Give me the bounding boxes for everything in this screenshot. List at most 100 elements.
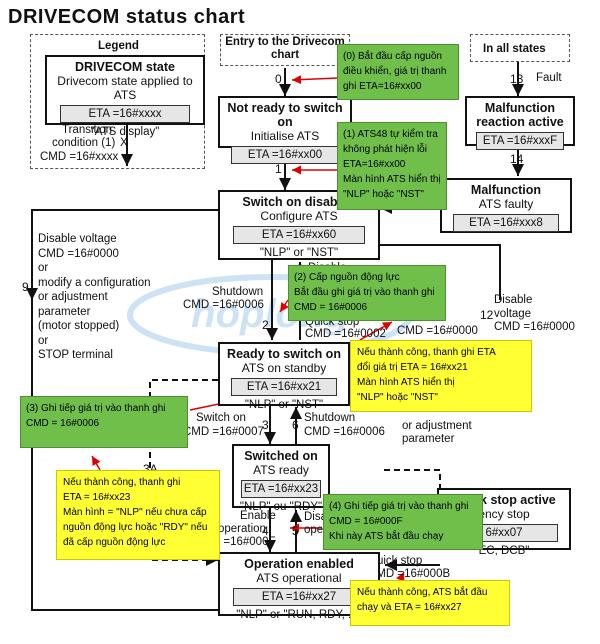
legend-cmd: CMD =16#xxxx: [40, 151, 119, 163]
state-switched-on: Switched on ATS ready ETA =16#xx23 "NLP"…: [232, 444, 330, 513]
note-yellow-2-line-2: Màn hình ATS hiển thị: [357, 377, 455, 388]
note-green-0: (0) Bắt đầu cấp nguồn điều khiển, giá tr…: [337, 44, 459, 100]
disable-voltage-line-5: parameter: [38, 305, 91, 318]
disable-voltage-line-0: Disable voltage: [38, 233, 117, 245]
transition-12: 12: [480, 308, 494, 322]
shutdown-6-label: Shutdown: [304, 412, 356, 424]
switch-on-label: Switch on: [196, 412, 246, 424]
malfunction-eta: ETA =16#xxx8: [452, 214, 560, 232]
note-green-1-line-2: ETA=16#xx00: [343, 159, 406, 170]
switched-on-title: Switched on: [244, 449, 318, 463]
legend-display: "ATS display": [90, 126, 160, 138]
cmd-0002-label: CMD =16#0002: [305, 328, 386, 340]
disable-voltage-line-4: or adjustment: [38, 291, 108, 303]
switch-on-disabled-sub: Configure ATS: [260, 209, 338, 223]
switched-on-eta: ETA =16#xx23: [241, 480, 321, 498]
note-yellow-2-line-3: "NLP" hoặc "NST": [357, 392, 438, 403]
note-green-4-line-1: CMD = 16#000F: [329, 516, 403, 527]
state-ready-to-switch-on: Ready to switch on ATS on standby ETA =1…: [218, 342, 350, 411]
not-ready-eta: ETA =16#xx00: [230, 146, 340, 164]
or-adjustment-param: parameter: [402, 433, 455, 445]
note-yellow-3-line-2: Màn hình = "NLP" nếu chưa cấp: [63, 507, 207, 518]
not-ready-title: Not ready to switch on: [227, 101, 343, 129]
note-green-1-line-0: (1) ATS48 tự kiểm tra: [343, 129, 438, 140]
shutdown-2-cmd: CMD =16#0006: [183, 299, 264, 311]
note-green-2-line-1: Bắt đầu ghi giá trị vào thanh ghi: [294, 287, 435, 298]
ready-eta: ETA =16#xx21: [230, 378, 338, 396]
legend-eta: ETA =16#xxxx: [60, 105, 190, 123]
malfunction-sub: ATS faulty: [478, 197, 534, 211]
state-not-ready: Not ready to switch on Initialise ATS ET…: [218, 96, 352, 164]
legend-state-box: DRIVECOM state Drivecom state applied to…: [45, 55, 205, 138]
disable-12-cmd: CMD =16#0000: [494, 321, 575, 333]
note-yellow-4-line-0: Nếu thành công, ATS bắt đầu: [357, 587, 488, 598]
disable-voltage-line-2: or: [38, 262, 49, 274]
all-states-panel: [470, 34, 570, 62]
note-green-0-line-0: (0) Bắt đầu cấp nguồn: [343, 51, 442, 62]
quick-stop-sub: ency stop: [478, 507, 530, 521]
note-yellow-2-line-0: Nếu thành công, thanh ghi ETA: [357, 347, 496, 358]
ready-display: "NLP" or "NST": [244, 399, 324, 411]
not-ready-sub: Initialise ATS: [250, 129, 320, 143]
transition-3: 3: [262, 418, 269, 432]
note-green-0-line-1: điều khiển, giá trị thanh: [343, 66, 447, 77]
legend-transition-x: X: [120, 137, 128, 149]
note-yellow-3-line-4: đã cấp nguồn động lực: [63, 537, 166, 548]
transition-13: 13: [510, 72, 524, 86]
legend-state-sub: Drivecom state applied to ATS: [57, 74, 193, 102]
transition-4: 4: [262, 524, 269, 538]
note-green-1-line-1: không phát hiện lỗi: [343, 144, 427, 155]
switch-on-disabled-display: "NLP" or "NST": [259, 247, 339, 259]
note-yellow-4: Nếu thành công, ATS bắt đầu chạy và ETA …: [350, 580, 510, 626]
shutdown-2-label: Shutdown: [212, 286, 264, 298]
malfunction-active-title: Malfunction reaction active: [476, 101, 564, 129]
quick-stop-b-cmd: CMD =16#000B: [368, 568, 451, 580]
state-malfunction: Malfunction ATS faulty ETA =16#xxx8: [440, 178, 572, 233]
note-green-0-line-2: ghi ETA=16#xx00: [343, 81, 422, 92]
ready-title: Ready to switch on: [227, 347, 341, 361]
note-green-1-line-4: "NLP" hoặc "NST": [343, 189, 424, 200]
note-yellow-2: Nếu thành công, thanh ghi ETA đổi giá tr…: [350, 340, 532, 412]
note-green-4: (4) Ghi tiếp giá trị vào thanh ghi CMD =…: [323, 494, 483, 550]
note-green-3-line-0: (3) Ghi tiếp giá trị vào thanh ghi: [26, 403, 166, 414]
op-enabled-display: "NLP" or "RUN, RDY, ...": [236, 609, 362, 621]
op-enabled-eta: ETA =16#xx27: [233, 588, 365, 606]
note-green-1-line-3: Màn hình ATS hiển thị: [343, 174, 441, 185]
note-yellow-3-line-1: ETA = 16#xx23: [63, 492, 131, 503]
switched-on-display: "NLP" ou "RDY": [239, 501, 323, 513]
legend-transition-line2: condition (1): [52, 137, 116, 149]
transition-0: 0: [275, 72, 282, 86]
cmd-0000-mid-label: CMD =16#0000: [397, 325, 478, 337]
switch-on-disabled-eta: ETA =16#xx60: [233, 226, 365, 244]
ope-label: ope: [304, 524, 324, 536]
or-adjustment-label: or adjustment: [402, 420, 472, 432]
transition-2: 2: [262, 318, 269, 332]
note-yellow-4-line-1: chạy và ETA = 16#xx27: [357, 602, 462, 613]
note-yellow-3: Nếu thành công, thanh ghi ETA = 16#xx23 …: [56, 470, 220, 560]
enable-operation: operation: [218, 523, 266, 535]
transition-6: 6: [292, 418, 299, 432]
op-enabled-sub: ATS operational: [256, 571, 342, 585]
note-green-1: (1) ATS48 tự kiểm tra không phát hiện lỗ…: [337, 122, 447, 210]
disable-voltage-line-3: modify a configuration: [38, 276, 151, 289]
transition-1: 1: [275, 162, 282, 176]
malfunction-active-eta: ETA =16#xxxF: [475, 132, 565, 150]
disable-voltage-block: Disable voltage CMD =16#0000 or modify a…: [38, 232, 151, 363]
note-green-3: (3) Ghi tiếp giá trị vào thanh ghi CMD =…: [20, 396, 188, 448]
disa-label: Disa: [304, 511, 328, 523]
note-green-2-line-2: CMD = 16#0006: [294, 302, 368, 313]
transition-9: 9: [22, 280, 29, 294]
note-yellow-3-line-0: Nếu thành công, thanh ghi: [63, 477, 181, 488]
ready-sub: ATS on standby: [241, 361, 327, 375]
note-green-4-line-0: (4) Ghi tiếp giá trị vào thanh ghi: [329, 501, 469, 512]
disable-voltage-line-8: STOP terminal: [38, 349, 113, 361]
fault-label: Fault: [536, 72, 562, 84]
switch-on-cmd: CMD =16#0007: [183, 426, 264, 438]
legend-heading: Legend: [98, 40, 139, 52]
state-malfunction-active: Malfunction reaction active ETA =16#xxxF: [465, 96, 575, 150]
transition-14: 14: [510, 152, 524, 166]
quick-stop-display: EC, DCB": [478, 545, 530, 557]
switch-on-disabled-title: Switch on disabled: [242, 195, 356, 209]
note-yellow-3-line-3: nguồn động lực hoặc "RDY" nếu: [63, 522, 208, 533]
legend-state-title: DRIVECOM state: [74, 60, 176, 74]
